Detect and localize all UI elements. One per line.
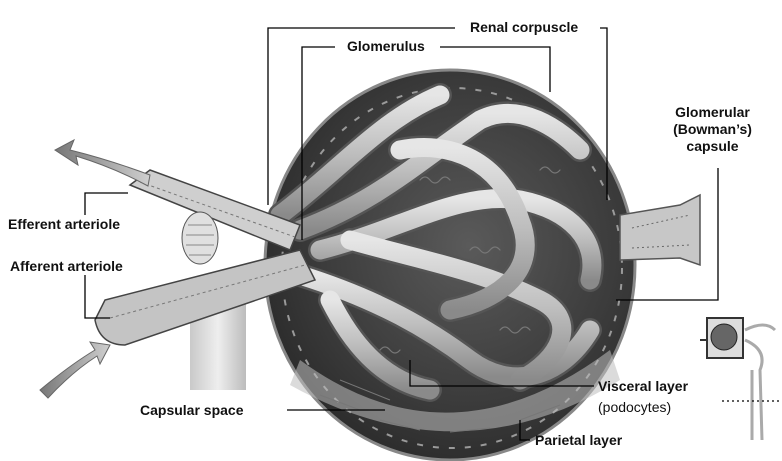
label-podocytes: (podocytes) bbox=[598, 399, 671, 416]
label-parietal-layer: Parietal layer bbox=[535, 432, 622, 449]
label-glomerular-capsule-line3: capsule bbox=[655, 138, 770, 155]
label-glomerular-capsule-line1: Glomerular bbox=[655, 104, 770, 121]
label-glomerulus: Glomerulus bbox=[344, 38, 428, 55]
afferent-flow-arrow bbox=[40, 342, 110, 398]
label-efferent-arteriole: Efferent arteriole bbox=[8, 216, 120, 233]
kidney-inset-thumbnail bbox=[700, 318, 775, 440]
proximal-tubule bbox=[620, 195, 700, 265]
label-glomerular-capsule: Glomerular (Bowman’s) capsule bbox=[655, 104, 770, 155]
label-afferent-arteriole: Afferent arteriole bbox=[10, 258, 123, 275]
efferent-flow-arrow bbox=[55, 140, 150, 186]
label-capsular-space: Capsular space bbox=[140, 402, 244, 419]
label-visceral-layer: Visceral layer bbox=[598, 378, 688, 395]
label-glomerular-capsule-line2: (Bowman’s) bbox=[655, 121, 770, 138]
label-renal-corpuscle: Renal corpuscle bbox=[467, 19, 581, 36]
